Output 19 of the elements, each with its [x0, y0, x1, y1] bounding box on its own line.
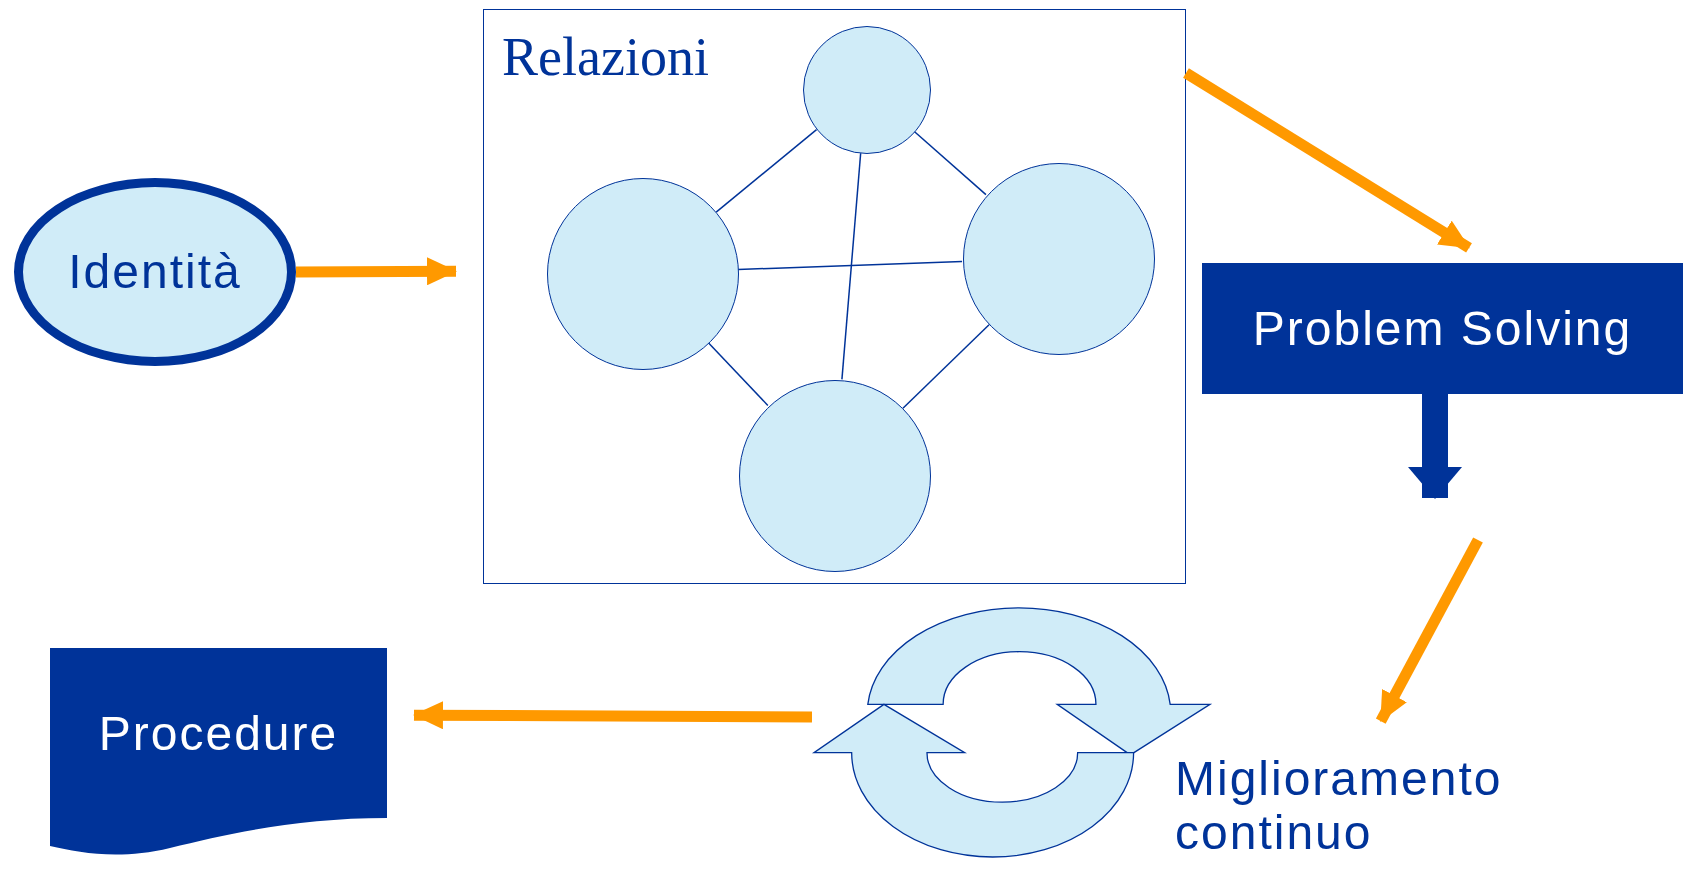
- group-title: Relazioni: [502, 28, 709, 88]
- arrow: [413, 701, 813, 730]
- arrow: [295, 257, 457, 286]
- connector-line: [737, 260, 963, 271]
- connector-line: [715, 128, 818, 213]
- connector-line: [707, 341, 769, 407]
- node-caption: Miglioramento continuo: [1175, 752, 1504, 860]
- connector-line: [913, 130, 987, 196]
- group-frame: [483, 9, 1186, 584]
- document-shape: [50, 648, 387, 857]
- connector-line: [902, 324, 990, 409]
- arrow: [1408, 394, 1462, 499]
- connector-line: [841, 152, 862, 381]
- arrow: [1183, 68, 1472, 253]
- node-label: Procedure: [97, 708, 340, 761]
- arrow: [1375, 537, 1483, 724]
- process-box: [1202, 263, 1683, 394]
- node-label: Identità: [67, 245, 243, 299]
- node-label: Problem Solving: [1251, 302, 1634, 355]
